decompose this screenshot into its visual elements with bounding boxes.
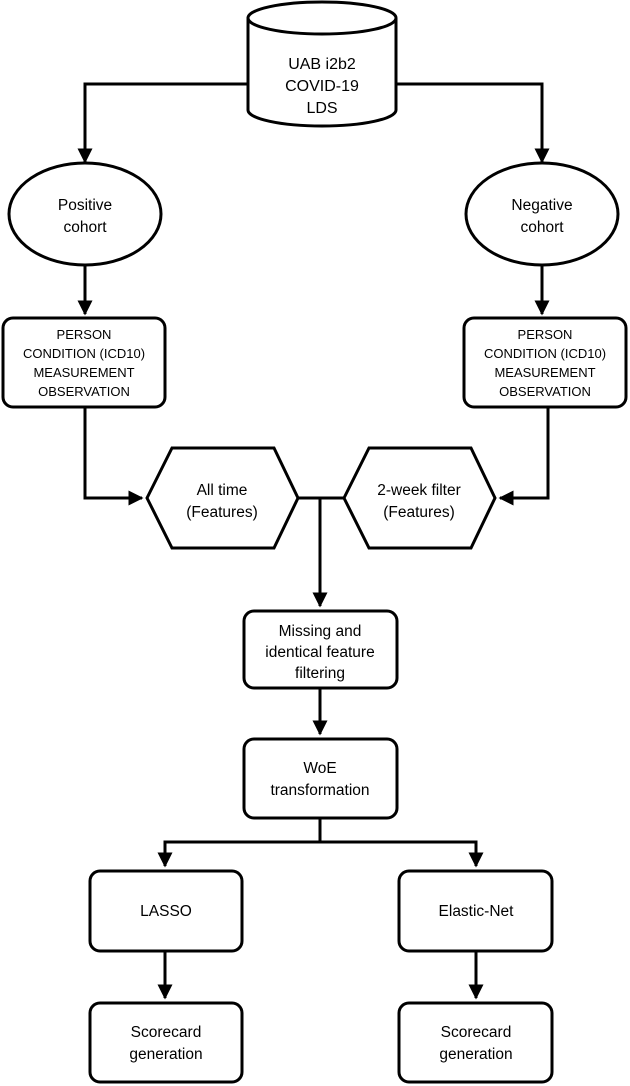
edge-positive-tables-to-alltime <box>83 408 144 506</box>
negative-tables-line4: OBSERVATION <box>499 384 591 399</box>
positive-cohort-node: Positive cohort <box>7 161 163 267</box>
filtering-node: Missing and identical feature filtering <box>242 609 399 690</box>
positive-tables-line2: CONDITION (ICD10) <box>23 346 145 361</box>
scorecard-left-line1: Scorecard <box>131 1024 202 1041</box>
edge-negative-tables-to-twoweek <box>498 408 550 506</box>
elastic-net-label: Elastic-Net <box>439 903 515 920</box>
positive-cohort-line2: cohort <box>63 219 107 236</box>
woe-line1: WoE <box>303 760 336 777</box>
woe-line2: transformation <box>270 782 369 799</box>
edge-split-to-lasso <box>157 840 320 868</box>
lasso-node: LASSO <box>88 869 244 953</box>
filtering-line1: Missing and <box>279 623 362 640</box>
scorecard-left-node: Scorecard generation <box>88 1001 244 1084</box>
edges <box>77 82 550 1000</box>
all-time-line1: All time <box>197 482 248 499</box>
two-week-line2: (Features) <box>383 504 455 521</box>
negative-cohort-line2: cohort <box>520 219 564 236</box>
positive-cohort-line1: Positive <box>58 197 112 214</box>
positive-tables-node: PERSON CONDITION (ICD10) MEASUREMENT OBS… <box>1 316 167 409</box>
database-label-line2: COVID-19 <box>285 78 359 95</box>
filtering-line3: filtering <box>295 665 345 682</box>
negative-cohort-node: Negative cohort <box>464 161 620 267</box>
scorecard-left-line2: generation <box>129 1046 202 1063</box>
negative-tables-line3: MEASUREMENT <box>494 365 595 380</box>
elastic-net-node: Elastic-Net <box>397 869 554 953</box>
scorecard-right-line2: generation <box>439 1046 512 1063</box>
woe-node: WoE transformation <box>242 737 399 820</box>
scorecard-right-node: Scorecard generation <box>397 1001 554 1084</box>
two-week-node: 2-week filter (Features) <box>342 446 497 550</box>
negative-cohort-line1: Negative <box>511 197 572 214</box>
all-time-node: All time (Features) <box>145 446 300 550</box>
edge-db-to-negative <box>396 82 550 164</box>
database-label-line1: UAB i2b2 <box>288 56 356 73</box>
positive-tables-line1: PERSON <box>57 327 112 342</box>
database-node: UAB i2b2 COVID-19 LDS <box>246 0 398 128</box>
filtering-line2: identical feature <box>265 644 374 661</box>
negative-tables-line2: CONDITION (ICD10) <box>484 346 606 361</box>
scorecard-right-line1: Scorecard <box>441 1024 512 1041</box>
positive-tables-line3: MEASUREMENT <box>33 365 134 380</box>
edge-db-to-positive <box>77 82 248 164</box>
edge-split-to-elasticnet <box>320 840 484 868</box>
all-time-line2: (Features) <box>186 504 258 521</box>
negative-tables-line1: PERSON <box>518 327 573 342</box>
negative-tables-node: PERSON CONDITION (ICD10) MEASUREMENT OBS… <box>462 316 628 409</box>
two-week-line1: 2-week filter <box>377 482 461 499</box>
positive-tables-line4: OBSERVATION <box>38 384 130 399</box>
database-label-line3: LDS <box>306 100 337 117</box>
lasso-label: LASSO <box>140 903 192 920</box>
